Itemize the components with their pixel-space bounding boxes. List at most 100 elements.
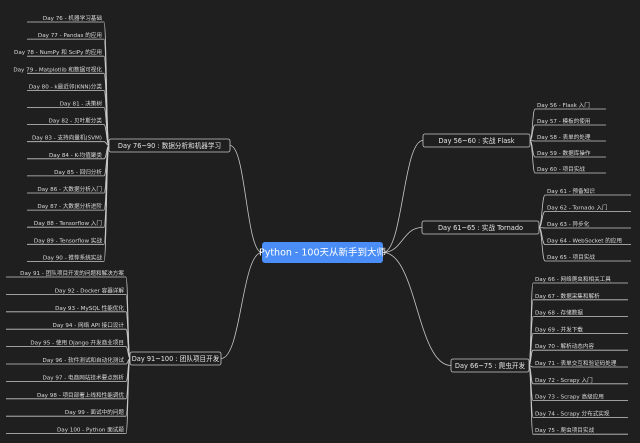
branch-node[interactable]: Day 66~75 : 爬虫开发 — [450, 358, 530, 373]
branches: Day 56~60 : 实战 Flask Day 56 - Flask 入门 Day… — [6, 14, 631, 435]
leaf-node[interactable]: Day 70 - 解析动态内容 — [533, 342, 628, 351]
leaf-label: Day 82 - 贝叶斯分类 — [49, 117, 103, 125]
leaf-label: Day 95 - 使用 Django 开发商业项目 — [30, 339, 124, 347]
leaf-label: Day 64 - WebSocket 的应用 — [547, 237, 622, 245]
branch-box — [422, 133, 531, 148]
leaf-node[interactable]: Day 56 - Flask 入门 — [535, 101, 606, 110]
leaf-label: Day 75 - 爬虫项目实战 — [535, 426, 594, 434]
leaf-label: Day 85 - 回归分析 — [54, 168, 102, 176]
root-node[interactable]: Python - 100天从新手到大师 — [259, 242, 386, 263]
branch-box — [129, 351, 222, 366]
leaf-node[interactable]: Day 89 - Tensorflow 实战 — [27, 236, 104, 245]
leaf-node[interactable]: Day 65 - 项目实战 — [545, 253, 631, 262]
leaf-label: Day 91 - 团队项目开发的问题和解决方案 — [20, 269, 124, 277]
leaf-node[interactable]: Day 63 - 异步化 — [545, 220, 631, 229]
leaf-node[interactable]: Day 66 - 网络爬虫和相关工具 — [533, 275, 628, 284]
leaf-node[interactable]: Day 82 - 贝叶斯分类 — [27, 117, 104, 125]
leaf-node[interactable]: Day 98 - 项目部署上线和性能调优 — [6, 391, 126, 400]
leaf-label: Day 86 - 大数据分析入门 — [37, 185, 102, 193]
leaf-label: Day 67 - 数据采集和解析 — [535, 292, 600, 300]
leaf-node[interactable]: Day 99 - 面试中的问题 — [6, 408, 126, 417]
leaf-label: Day 62 - Tornado 入门 — [547, 204, 608, 212]
leaf-node[interactable]: Day 61 - 预备知识 — [545, 187, 631, 196]
leaf-node[interactable]: Day 67 - 数据采集和解析 — [533, 292, 628, 301]
leaf-node[interactable]: Day 57 - 模板的使用 — [535, 117, 606, 126]
leaf-node[interactable]: Day 83 - 支持向量机(SVM) — [27, 134, 104, 143]
branch-node[interactable]: Day 56~60 : 实战 Flask — [422, 133, 531, 148]
leaf-node[interactable]: Day 59 - 数据库操作 — [535, 149, 606, 158]
leaf-connector — [538, 194, 546, 228]
leaf-label: Day 81 - 决策树 — [60, 100, 103, 108]
leaf-label: Day 56 - Flask 入门 — [537, 101, 590, 109]
leaf-label: Day 73 - Scrapy 高级应用 — [535, 393, 604, 401]
leaf-label: Day 96 - 软件测试和自动化测试 — [43, 356, 125, 364]
leaf-node[interactable]: Day 78 - NumPy 和 SciPy 的应用 — [14, 48, 104, 57]
leaf-label: Day 59 - 数据库操作 — [537, 149, 591, 157]
leaf-node[interactable]: Day 71 - 表单交互和验证码处理 — [533, 359, 628, 368]
branch-node[interactable]: Day 61~65 : 实战 Tornado — [421, 220, 540, 235]
branch-label: Day 61~65 : 实战 Tornado — [438, 223, 523, 232]
leaf-node[interactable]: Day 68 - 存储数据 — [533, 309, 628, 318]
leaf-node[interactable]: Day 93 - MySQL 性能优化 — [6, 304, 126, 313]
leaf-connector — [538, 211, 546, 228]
branch-label: Day 66~75 : 爬虫开发 — [455, 361, 526, 370]
leaf-label: Day 83 - 支持向量机(SVM) — [32, 134, 102, 142]
leaf-node[interactable]: Day 60 - 项目实战 — [535, 165, 606, 174]
leaf-node[interactable]: Day 72 - Scrapy 入门 — [533, 376, 628, 385]
leaf-node[interactable]: Day 87 - 大数据分析进阶 — [27, 202, 104, 211]
leaf-node[interactable]: Day 86 - 大数据分析入门 — [27, 185, 104, 194]
leaf-label: Day 68 - 存储数据 — [535, 309, 583, 317]
leaf-node[interactable]: Day 96 - 软件测试和自动化测试 — [6, 356, 126, 365]
leaf-connector — [529, 140, 536, 174]
leaf-node[interactable]: Day 94 - 网络 API 接口设计 — [6, 321, 126, 330]
leaf-label: Day 94 - 网络 API 接口设计 — [53, 321, 125, 329]
leaf-label: Day 90 - 推荐系统实战 — [43, 253, 102, 261]
leaf-node[interactable]: Day 97 - 电商网站技术要点剖析 — [6, 373, 126, 382]
leaf-node[interactable]: Day 90 - 推荐系统实战 — [27, 253, 104, 262]
leaf-node[interactable]: Day 79 - Matplotlib 和数据可视化 — [13, 65, 104, 74]
branch-connector — [382, 227, 423, 253]
leaf-node[interactable]: Day 80 - k最近邻(KNN)分类 — [27, 82, 104, 91]
leaf-connector — [528, 349, 534, 366]
root-label: Python - 100天从新手到大师 — [259, 247, 386, 259]
leaf-node[interactable]: Day 58 - 表单的处理 — [535, 133, 606, 142]
leaf-node[interactable]: Day 64 - WebSocket 的应用 — [545, 237, 631, 245]
leaf-node[interactable]: Day 76 - 机器学习基础 — [27, 14, 104, 23]
leaf-label: Day 65 - 项目实战 — [547, 253, 595, 261]
leaf-label: Day 88 - Tensorflow 入门 — [34, 219, 102, 227]
leaf-node[interactable]: Day 92 - Docker 容器详解 — [6, 286, 126, 295]
leaf-label: Day 78 - NumPy 和 SciPy 的应用 — [14, 48, 102, 56]
leaf-node[interactable]: Day 75 - 爬虫项目实战 — [533, 426, 628, 435]
leaf-node[interactable]: Day 95 - 使用 Django 开发商业项目 — [6, 339, 126, 348]
leaf-label: Day 76 - 机器学习基础 — [43, 14, 102, 22]
branch-node[interactable]: Day 76~90 : 数据分析和机器学习 — [108, 138, 231, 153]
leaf-connector — [528, 365, 534, 435]
leaf-label: Day 60 - 项目实战 — [537, 165, 585, 173]
leaf-connector — [103, 124, 110, 146]
leaf-connector — [529, 124, 536, 141]
leaf-node[interactable]: Day 88 - Tensorflow 入门 — [27, 219, 104, 228]
branch-node[interactable]: Day 91~100 : 团队项目开发 — [129, 351, 222, 366]
leaf-node[interactable]: Day 81 - 决策树 — [27, 100, 104, 108]
leaf-node[interactable]: Day 73 - Scrapy 高级应用 — [533, 393, 628, 402]
leaf-label: Day 92 - Docker 容器详解 — [55, 286, 125, 294]
leaf-node[interactable]: Day 85 - 回归分析 — [27, 168, 104, 177]
branch-box — [108, 138, 231, 153]
leaf-label: Day 77 - Pandas 的应用 — [38, 31, 102, 39]
leaf-label: Day 69 - 并发下载 — [535, 325, 583, 333]
leaf-node[interactable]: Day 74 - Scrapy 分布式实现 — [533, 409, 628, 418]
leaf-node[interactable]: Day 84 - K-均值聚类 — [27, 151, 104, 160]
leaf-node[interactable]: Day 69 - 并发下载 — [533, 325, 628, 334]
leaf-label: Day 70 - 解析动态内容 — [535, 342, 594, 350]
leaf-label: Day 89 - Tensorflow 实战 — [34, 236, 102, 244]
branch-label: Day 56~60 : 实战 Flask — [438, 136, 514, 145]
leaf-label: Day 58 - 表单的处理 — [537, 133, 591, 141]
leaf-node[interactable]: Day 100 - Python 面试题 — [6, 426, 126, 435]
branch-box — [421, 220, 540, 235]
leaf-node[interactable]: Day 91 - 团队项目开发的问题和解决方案 — [6, 269, 126, 278]
leaf-node[interactable]: Day 62 - Tornado 入门 — [545, 204, 631, 212]
leaf-label: Day 61 - 预备知识 — [547, 187, 595, 195]
leaf-label: Day 74 - Scrapy 分布式实现 — [535, 409, 610, 417]
leaf-node[interactable]: Day 77 - Pandas 的应用 — [27, 31, 104, 40]
